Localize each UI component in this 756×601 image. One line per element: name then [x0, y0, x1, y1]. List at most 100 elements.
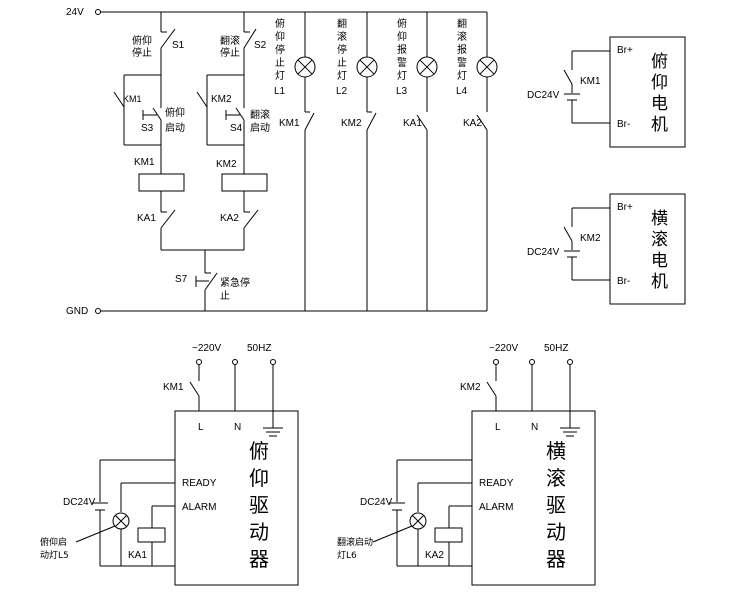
motor-name-char: 电	[651, 251, 668, 271]
lamp-label-2: 灯L6	[337, 550, 357, 561]
s2-id: S2	[254, 40, 267, 51]
lamp-label-1: 翻滚启动	[337, 536, 373, 548]
s2-switch	[243, 28, 257, 49]
lamp-id: L1	[274, 86, 286, 97]
lamp-label-char: 灯	[337, 70, 347, 82]
s7-label-1: 紧急停	[220, 276, 250, 289]
motor-name-char: 滚	[651, 230, 668, 250]
lamp-id: L3	[396, 86, 408, 97]
s7-id: S7	[175, 274, 188, 285]
motor-name-char: 仰	[651, 73, 668, 93]
terminal-l	[493, 359, 499, 365]
s1-id: S1	[172, 40, 185, 51]
driver-name-char: 动	[546, 520, 566, 544]
km2-hold-label: KM2	[211, 94, 232, 105]
lamp-contact-label: KA2	[463, 118, 482, 129]
rail-gnd-terminal	[95, 308, 101, 314]
motor-name-char: 电	[651, 94, 668, 114]
driver-name-char: 驱	[546, 493, 566, 517]
s3-id: S3	[141, 123, 154, 134]
ac-voltage-label: ~220V	[489, 343, 519, 354]
ka2-label: KA2	[220, 213, 239, 224]
lamp-contact-ka2	[476, 114, 488, 131]
lamp-label-char: 滚	[337, 30, 347, 43]
ac-frequency-label: 50HZ	[544, 343, 568, 354]
motor-br-minus: Br-	[617, 276, 630, 287]
coil-km1-label: KM1	[134, 157, 155, 168]
driver-ready-lamp	[409, 512, 427, 530]
ka2-contact	[243, 209, 259, 229]
lamp-label-char: 灯	[457, 70, 467, 82]
indicator-lamp-l2	[356, 56, 378, 78]
lamp-cross	[479, 59, 495, 75]
lamp-contact-ka1	[416, 114, 428, 131]
s1-switch	[160, 28, 176, 49]
indicator-lamp-l4	[476, 56, 498, 78]
km2-hold-contact	[196, 91, 208, 108]
control-circuit: 24V GND S1 俯仰 停止 KM1 S3	[66, 7, 498, 317]
driver-name-char: 仰	[249, 466, 269, 490]
dc-supply-label: DC24V	[63, 497, 96, 508]
lamp-id: L2	[336, 86, 348, 97]
motor-box	[609, 36, 686, 148]
driver-contact-label: KM2	[460, 382, 481, 393]
motor-br-minus: Br-	[617, 119, 630, 130]
lamp-leader-line	[372, 525, 413, 543]
km1-hold-contact	[113, 91, 125, 108]
motor-name-char: 机	[651, 272, 668, 292]
lamp-label-char: 仰	[397, 31, 407, 43]
s2-label-1: 翻滚	[220, 34, 240, 47]
lamp-label-char: 滚	[457, 30, 467, 43]
rail-24v-label: 24V	[66, 7, 84, 18]
motor-br-plus: Br+	[617, 202, 633, 213]
lamp-leader-line	[75, 525, 116, 543]
terminal-earth	[567, 359, 573, 365]
lamp-label-char: 报	[457, 43, 467, 56]
ready-label: READY	[479, 478, 514, 489]
motor-br-plus: Br+	[617, 45, 633, 56]
terminal-n-label: N	[234, 422, 241, 433]
terminal-l-label: L	[495, 422, 501, 433]
s3-switch	[152, 107, 162, 121]
rail-24v-terminal	[95, 9, 101, 15]
ka1-contact	[160, 209, 176, 229]
ac-voltage-label: ~220V	[192, 343, 222, 354]
lamp-label-2: 动灯L5	[40, 550, 69, 561]
alarm-label: ALARM	[479, 502, 513, 513]
lamp-cross	[419, 59, 435, 75]
terminal-n	[529, 359, 535, 365]
s4-id: S4	[230, 123, 243, 134]
lamp-cross	[297, 59, 313, 75]
terminal-l-label: L	[198, 422, 204, 433]
lamp-label-char: 停	[275, 43, 285, 56]
coil-km2	[221, 173, 268, 192]
lamp-contact-km1	[304, 112, 315, 131]
driver-name-char: 横	[546, 439, 566, 463]
relay-label: KA1	[128, 550, 147, 561]
motor-box	[609, 193, 686, 305]
driver-contact-label: KM1	[163, 382, 184, 393]
lamp-contact-label: KA1	[403, 118, 422, 129]
coil-km1	[138, 173, 185, 192]
s7-label-2: 止	[220, 290, 230, 302]
lamp-label-char: 翻	[457, 18, 467, 30]
terminal-n-label: N	[531, 422, 538, 433]
lamp-cross	[114, 514, 128, 528]
branch-km2: S2 翻滚 停止 KM2 S4 翻滚 启动 KM2 KA2	[196, 12, 270, 250]
motor-name-char: 横	[651, 209, 668, 229]
lamp-label-char: 俯	[397, 17, 407, 30]
coil-km2-label: KM2	[216, 159, 237, 170]
driver-name-char: 器	[546, 547, 566, 571]
s7-switch	[204, 272, 218, 291]
